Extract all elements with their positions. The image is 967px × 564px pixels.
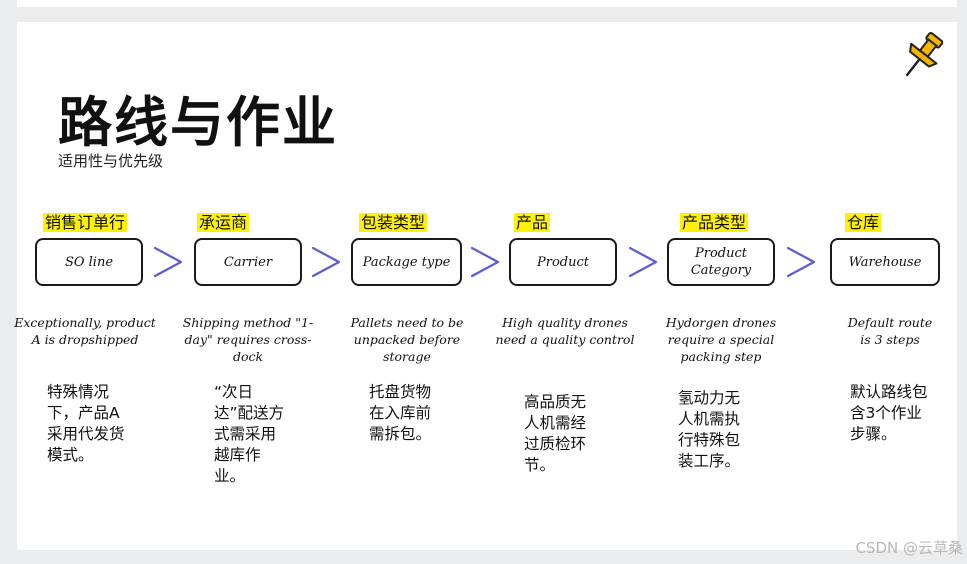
- step-description-en: Hydorgen drones require a special packin…: [665, 315, 777, 364]
- step-description-en: Default route is 3 steps: [847, 315, 933, 347]
- step-description-en: Shipping method "1-day" requires cross-d…: [182, 315, 314, 364]
- step-box: SO line: [35, 238, 143, 286]
- step-label: 包装类型: [359, 213, 428, 232]
- step-label: 销售订单行: [43, 213, 128, 232]
- step-label: 承运商: [197, 213, 250, 232]
- step-description-en: Exceptionally, product A is dropshipped: [14, 315, 156, 347]
- step-description-zh: “次日达”配送方式需采用越库作业。: [214, 383, 285, 485]
- step-label: 产品类型: [680, 213, 749, 232]
- step-description-en: High quality drones need a quality contr…: [495, 315, 635, 347]
- chevron-right-icon: [628, 246, 658, 278]
- step-description-zh: 特殊情况下，产品A采用代发货模式。: [47, 383, 125, 464]
- page-title: 路线与作业: [58, 91, 338, 154]
- step-description-en: Pallets need to be unpacked before stora…: [350, 315, 464, 364]
- chevron-right-icon: [470, 246, 500, 278]
- pushpin-icon: [905, 31, 944, 77]
- step-description-zh: 氢动力无人机需执行特殊包装工序。: [678, 389, 741, 470]
- step-box: Product: [509, 238, 617, 286]
- chevron-right-icon: [153, 246, 183, 278]
- chevron-right-icon: [311, 246, 341, 278]
- step-box: Product Category: [667, 238, 775, 286]
- previous-slide-edge: [17, 0, 957, 7]
- page-subtitle: 适用性与优先级: [58, 152, 164, 170]
- step-description-zh: 托盘货物在入库前需拆包。: [369, 383, 432, 443]
- watermark: CSDN @云草桑: [855, 539, 963, 557]
- step-description-zh: 高品质无人机需经过质检环节。: [524, 393, 587, 474]
- step-box: Warehouse: [830, 238, 940, 286]
- step-box: Carrier: [194, 238, 302, 286]
- step-description-zh: 默认路线包含3个作业步骤。: [850, 383, 928, 443]
- slide: 路线与作业 适用性与优先级 销售订单行 SO line Exceptionall…: [14, 22, 957, 550]
- chevron-right-icon: [786, 246, 816, 278]
- step-box: Package type: [351, 238, 462, 286]
- step-label: 产品: [514, 213, 551, 232]
- step-label: 仓库: [845, 213, 882, 232]
